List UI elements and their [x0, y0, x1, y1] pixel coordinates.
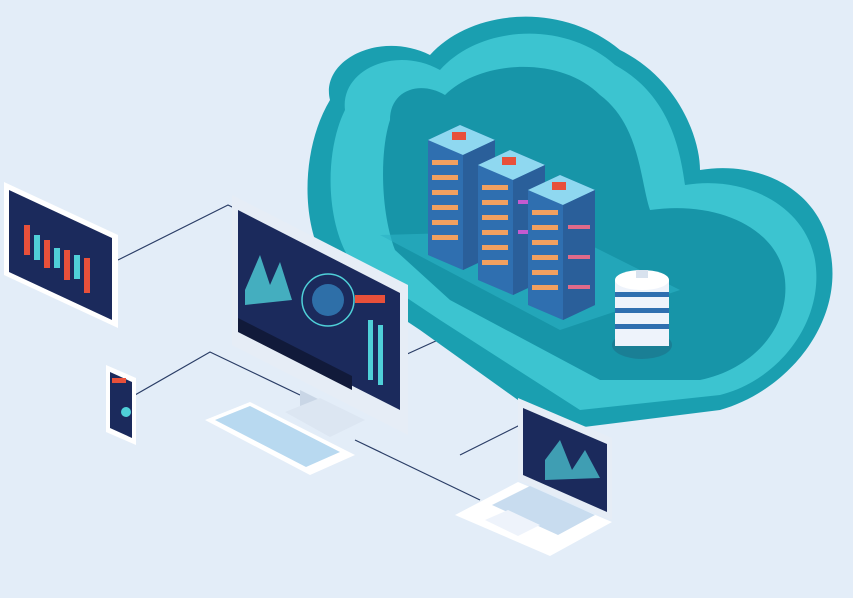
keyboard-icon: [205, 402, 355, 475]
database-icon: [612, 270, 672, 359]
laptop-icon: [455, 398, 612, 556]
phone-icon: [106, 365, 136, 445]
tablet-icon: [4, 182, 118, 328]
server-racks: [428, 125, 672, 359]
server-rack-icon: [528, 175, 595, 320]
desktop-monitor-icon: [232, 195, 408, 437]
